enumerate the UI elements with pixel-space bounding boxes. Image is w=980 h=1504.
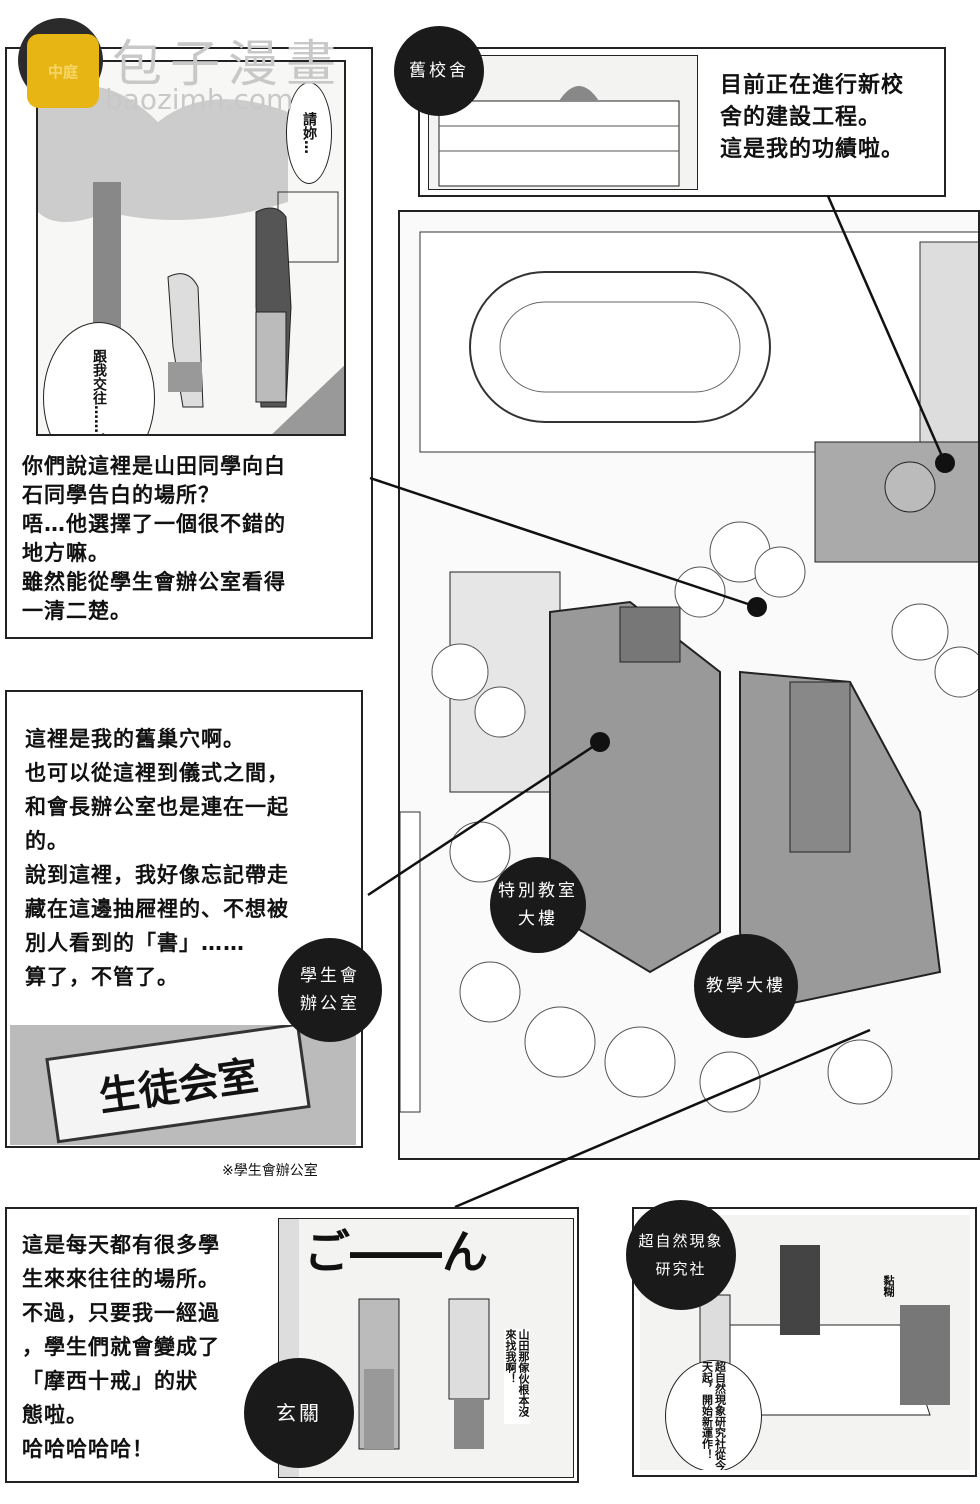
office-plaque: 生徒会室 [10, 1025, 356, 1145]
speech-bubble: 超自然現象研究社從今天起，開始新運作！ [665, 1360, 762, 1470]
plaque-caption: ※學生會辦公室 [222, 1163, 318, 1179]
plaque-text: 生徒会室 [45, 1025, 311, 1144]
label-classroom-building: 教學大樓 [694, 934, 798, 1038]
sfx-gon: ご――ん [304, 1225, 488, 1279]
old-building-illustration [428, 55, 698, 190]
watermark-brand: 包子漫畫 [112, 35, 344, 93]
label-student-council: 學生會 辦公室 [278, 938, 382, 1042]
label-old-building: 舊校舍 [394, 26, 484, 116]
speech-bubble: 跟我交往……！ [43, 322, 155, 434]
speech-bubble: 請妳… [286, 82, 332, 184]
note-office: 這裡是我的舊巢穴啊。 也可以從這裡到儀式之間， 和會長辦公室也是連在一起 的。 … [25, 727, 289, 989]
campus-map-drawing [400, 231, 978, 1113]
sfx-text: 黏糊 [882, 1275, 895, 1297]
confession-panel: 請妳… 跟我交往……！ [36, 60, 346, 436]
watermark-url: baozimh.com [105, 83, 294, 116]
campus-map [398, 210, 980, 1160]
label-occult-club: 超自然現象 研究社 [626, 1200, 736, 1310]
bun-logo-icon: 中庭 [27, 34, 99, 108]
label-entrance: 玄關 [244, 1358, 354, 1468]
note-confession: 你們說這裡是山田同學向白 石同學告白的場所？ 唔…他選擇了一個很不錯的 地方嘛。… [22, 454, 286, 623]
note-entrance: 這是每天都有很多學 生來來往往的場所。 不過，只要我一經過 ，學生們就會變成了 … [22, 1233, 220, 1461]
note-old-building: 目前正在進行新校 舍的建設工程。 這是我的功績啦。 [720, 73, 905, 162]
speech-bubble: 山田那傢伙根本沒來找我啊！ [504, 1329, 530, 1424]
label-special-building: 特別教室 大樓 [490, 857, 586, 953]
